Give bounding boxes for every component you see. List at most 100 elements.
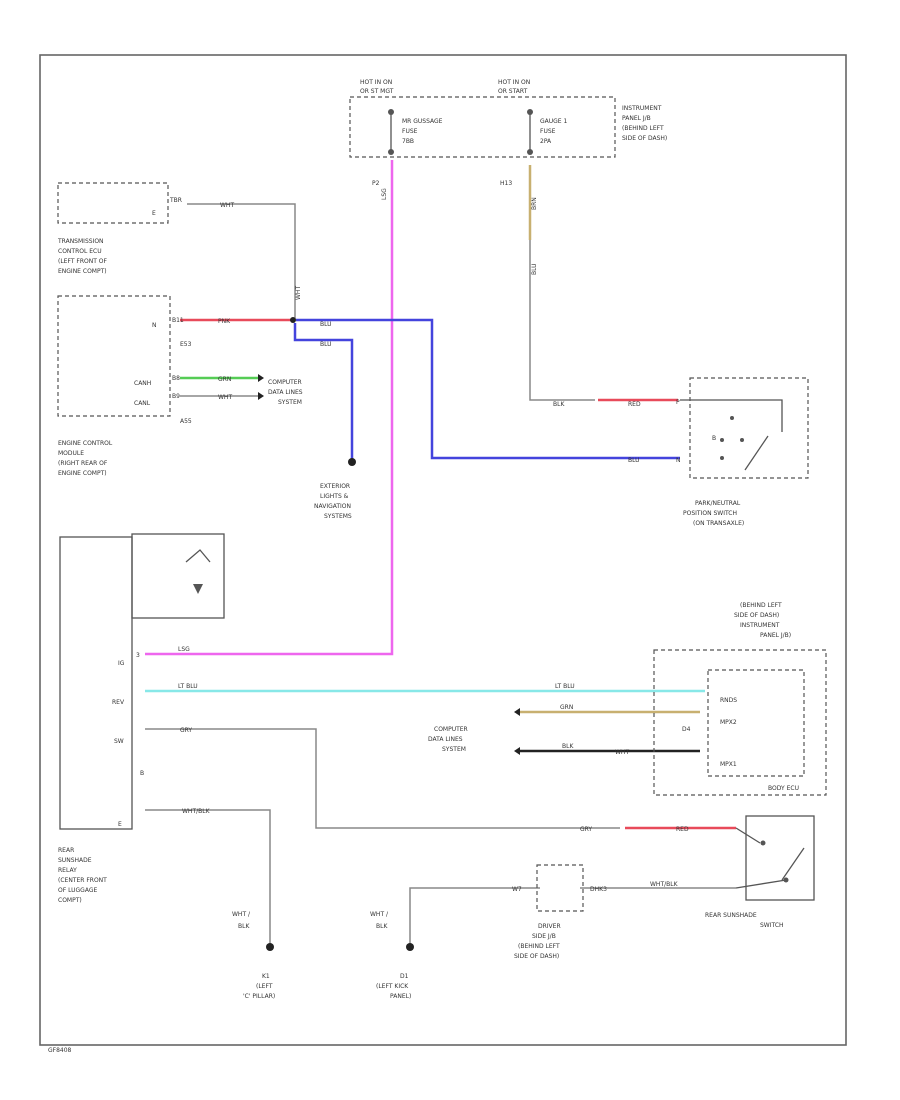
- rear-sunshade-relay: IG REV SW B E 3 REAR SUNSHADE RELAY (CEN…: [58, 533, 225, 904]
- sunshade-switch-box: [745, 815, 815, 901]
- ground-k1: WHT / BLK K1 (LEFT 'C' PILLAR): [232, 911, 275, 1000]
- ecm-computer-line-3: SYSTEM: [278, 399, 302, 406]
- body-ecu-location-2: SIDE OF DASH): [734, 612, 779, 619]
- wire-label-blk-mpx1: BLK: [562, 743, 574, 750]
- body-ecu: (BEHIND LEFT SIDE OF DASH) INSTRUMENT PA…: [428, 602, 827, 796]
- ext-lights-line-1: EXTERIOR: [320, 483, 350, 490]
- rear-sunshade-switch: REAR SUNSHADE SWITCH: [705, 815, 815, 929]
- instrument-jb-box: [653, 649, 827, 796]
- left-hot-line-1: HOT IN ON: [360, 79, 392, 86]
- ecm-label-1: ENGINE CONTROL: [58, 440, 113, 447]
- ecm-component: N CANH CANL B11 B8 B9 E53 A55 ENGINE CON…: [57, 295, 303, 477]
- driver-jb-label-4: SIDE OF DASH): [514, 953, 559, 960]
- park-pin-3: B: [712, 435, 716, 442]
- park-switch-lever: [744, 435, 769, 471]
- wire-label-blu-1: BLU: [320, 321, 332, 328]
- relay-pin-sw: SW: [114, 738, 124, 745]
- ext-lights-line-3: NAVIGATION: [314, 503, 351, 510]
- ground-d1-terminal: [406, 943, 414, 951]
- park-switch-box: [689, 377, 809, 479]
- body-computer-line-1: COMPUTER: [434, 726, 468, 733]
- splice-ecm: [290, 317, 296, 323]
- wire-lsg-pink: [145, 160, 394, 656]
- tcm-label-3: (LEFT FRONT OF: [58, 258, 108, 265]
- tcm-box: [57, 182, 169, 224]
- ext-lights-terminal: [348, 458, 356, 466]
- wire-label-red-switch: RED: [676, 826, 689, 833]
- tcm-label-1: TRANSMISSION: [57, 238, 104, 245]
- tcm-component: E TBR TRANSMISSION CONTROL ECU (LEFT FRO…: [57, 182, 182, 275]
- left-fuse-line-1: MR GUSSAGE: [402, 118, 443, 125]
- ecm-pin-left-1: N: [152, 322, 157, 329]
- wire-label-ltblu-left: LT BLU: [178, 683, 198, 690]
- pin-h13: H13: [500, 180, 512, 187]
- wire-label-blk-park: BLK: [553, 401, 565, 408]
- wire-label-gry-switch: GRY: [580, 826, 592, 833]
- right-hot-line-2: OR START: [498, 88, 528, 95]
- ext-lights-line-4: SYSTEMS: [324, 513, 352, 520]
- right-fuse-line-2: FUSE: [540, 128, 556, 135]
- wire-label-lsg-top: LSG: [381, 188, 388, 200]
- ecm-pin-3: B9: [172, 393, 180, 400]
- ground-k1-wire-2: BLK: [238, 923, 250, 930]
- arrow-mpx2: [514, 708, 520, 716]
- park-switch-line-top: [680, 399, 783, 432]
- ecm-box: [57, 295, 171, 417]
- wire-label-lsg-relay: LSG: [178, 646, 190, 653]
- wire-label-blu-2: BLU: [320, 341, 332, 348]
- fuse-block-group: HOT IN ON OR ST MGT HOT IN ON OR START M…: [349, 79, 667, 187]
- fuse-left-dot-bottom: [388, 149, 394, 155]
- ground-d1-label-2: (LEFT KICK: [376, 983, 409, 990]
- relay-label-1: REAR: [58, 847, 74, 854]
- wire-blu-to-ext-lights: [293, 323, 354, 460]
- body-computer-line-2: DATA LINES: [428, 736, 463, 743]
- body-ecu-location-1: (BEHIND LEFT: [740, 602, 782, 609]
- wire-label-pnk: PNK: [218, 318, 231, 325]
- fuse-left-dot-top: [388, 109, 394, 115]
- wires: LSG LSG BRN BLU BLK RED WHT WHT PNK BLU …: [145, 160, 736, 951]
- ecm-sub-1: E53: [180, 341, 192, 348]
- sunshade-switch-lever: [781, 847, 805, 881]
- sunshade-contact-top: [760, 840, 766, 846]
- wire-label-brn: BRN: [531, 197, 538, 210]
- wire-label-grn-can: GRN: [218, 376, 231, 383]
- park-pin-2: N: [676, 457, 681, 464]
- wire-label-gry-relay: GRY: [180, 727, 192, 734]
- left-hot-line-2: OR ST MGT: [360, 88, 394, 95]
- right-hot-line-1: HOT IN ON: [498, 79, 530, 86]
- relay-label-4: (CENTER FRONT: [58, 877, 107, 884]
- ground-d1-wire-1: WHT /: [370, 911, 389, 918]
- park-contact-4: [720, 456, 724, 460]
- fuse-right-dot-top: [527, 109, 533, 115]
- wire-label-wht-can: WHT: [218, 394, 232, 401]
- wire-blu-to-park-switch: [296, 318, 680, 460]
- sunshade-label-1: REAR SUNSHADE: [705, 912, 757, 919]
- ecm-computer-line-2: DATA LINES: [268, 389, 303, 396]
- wire-label-wht-tcm: WHT: [220, 202, 234, 209]
- wire-label-blu-vertical: BLU: [531, 263, 538, 275]
- ground-k1-terminal: [266, 943, 274, 951]
- driver-jb-label-2: SIDE J/B: [532, 933, 556, 940]
- diagram-frame: [39, 54, 847, 1046]
- ecm-label-3: (RIGHT REAR OF: [58, 460, 108, 467]
- body-ecu-location-3: INSTRUMENT: [740, 622, 780, 629]
- relay-label-5: OF LUGGAGE: [58, 887, 97, 894]
- relay-connector-mark: 3: [136, 652, 140, 659]
- body-ecu-pin-mpx1: MPX1: [720, 761, 737, 768]
- tcm-label-2: CONTROL ECU: [58, 248, 102, 255]
- relay-pin-b: B: [140, 770, 144, 777]
- arrow-mpx1: [514, 747, 520, 755]
- arrow-can-l: [258, 392, 264, 400]
- relay-pin-rev: REV: [112, 699, 125, 706]
- arrow-can-h: [258, 374, 264, 382]
- ext-lights-line-2: LIGHTS &: [320, 493, 349, 500]
- body-computer-line-3: SYSTEM: [442, 746, 466, 753]
- ecm-pin-left-3: CANL: [134, 400, 151, 407]
- driver-jb-label-3: (BEHIND LEFT: [518, 943, 560, 950]
- body-ecu-pin-mpx2: MPX2: [720, 719, 737, 726]
- park-contact-3: [740, 438, 744, 442]
- ground-d1-wire-2: BLK: [376, 923, 388, 930]
- tcm-label-4: ENGINE COMPT): [58, 268, 107, 275]
- ijb-line-1: INSTRUMENT: [622, 105, 662, 112]
- ecm-pin-2: B8: [172, 375, 180, 382]
